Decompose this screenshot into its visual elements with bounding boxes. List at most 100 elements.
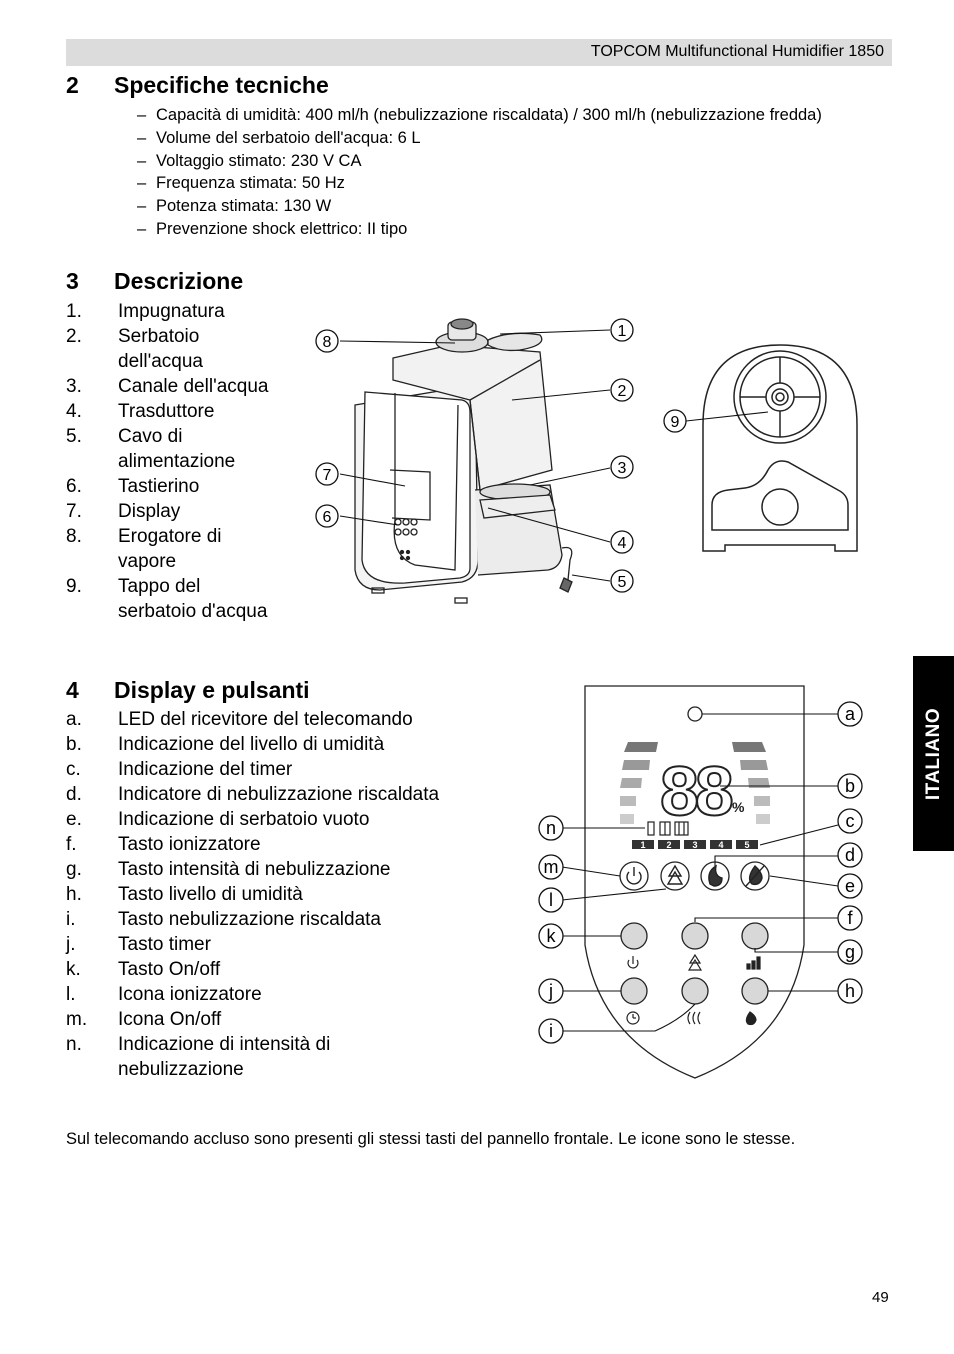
section-number: 4 xyxy=(66,677,79,703)
callout-1 xyxy=(610,318,634,342)
bullet-dash: – xyxy=(137,197,147,216)
item-text: Indicazione del timer xyxy=(118,759,293,780)
item-text: Canale dell'acqua xyxy=(118,376,269,397)
item-text: Tastierino xyxy=(118,476,200,497)
spec-text: Prevenzione shock elettrico: II tipo xyxy=(156,219,408,238)
callout-5 xyxy=(610,569,634,593)
item-text: serbatoio d'acqua xyxy=(118,601,268,622)
callout-label: k xyxy=(547,926,557,946)
callout-label: 1 xyxy=(618,323,627,340)
item-number: c. xyxy=(66,759,81,780)
timer-number: 1 xyxy=(640,840,645,850)
bullet-dash: – xyxy=(137,106,147,124)
item-text: Tasto livello di umidità xyxy=(118,884,303,905)
callout-label: e xyxy=(845,876,855,896)
timer-number: 3 xyxy=(692,840,697,850)
humidity-digits: 88 xyxy=(660,752,732,830)
item-number: 6. xyxy=(66,476,82,497)
item-number: n. xyxy=(66,1034,82,1055)
callout-label: i xyxy=(549,1021,553,1041)
callout-2 xyxy=(610,378,634,402)
list-item: 1.Impugnatura xyxy=(66,299,268,324)
timer-number: 5 xyxy=(744,840,749,850)
spec-text: Potenza stimata: 130 W xyxy=(156,197,332,216)
item-number: 7. xyxy=(66,501,82,522)
item-text: Cavo di xyxy=(118,426,183,447)
language-tab: ITALIANO xyxy=(913,656,954,851)
item-number: g. xyxy=(66,859,82,880)
item-number: 8. xyxy=(66,526,82,547)
tank-cap-view xyxy=(702,344,858,552)
item-text: Icona On/off xyxy=(118,1009,222,1030)
list-item: 3.Canale dell'acqua xyxy=(66,374,268,399)
callout-4 xyxy=(610,530,634,554)
list-item: b.Indicazione del livello di umidità xyxy=(66,732,439,757)
item-text: Tasto nebulizzazione riscaldata xyxy=(118,909,381,930)
item-number: 5. xyxy=(66,426,82,447)
timer-number: 4 xyxy=(718,840,723,850)
list-item: k.Tasto On/off xyxy=(66,957,439,982)
callout-label: 2 xyxy=(618,383,627,400)
item-text: Icona ionizzatore xyxy=(118,984,262,1005)
item-text: Serbatoio xyxy=(118,326,200,347)
list-item: –Prevenzione shock elettrico: II tipo xyxy=(137,218,822,241)
on-off-button[interactable] xyxy=(620,922,648,950)
item-number: k. xyxy=(66,959,81,980)
timer-indicator: 1 2 3 4 5 xyxy=(632,840,758,850)
mist-intensity-button[interactable] xyxy=(741,922,769,950)
humidifier-illustration: 8 1 2 3 4 5 7 6 9 xyxy=(315,318,858,604)
callout-3 xyxy=(610,455,634,479)
item-number: j. xyxy=(66,934,76,955)
item-number: l. xyxy=(66,984,76,1005)
list-item: 4.Trasduttore xyxy=(66,399,268,424)
list-item: a. LED del ricevitore del telecomando xyxy=(66,707,439,732)
item-text: Tasto timer xyxy=(118,934,211,955)
warm-mist-button[interactable] xyxy=(681,977,709,1005)
callout-label: 8 xyxy=(323,334,332,351)
bullet-dash: – xyxy=(137,174,147,193)
footer-note: Sul telecomando accluso sono presenti gl… xyxy=(66,1130,796,1148)
bullet-dash: – xyxy=(137,128,147,147)
item-number: m. xyxy=(66,1009,88,1030)
list-item: 6. Tastierino xyxy=(66,474,268,499)
humidity-level-bars xyxy=(620,742,770,824)
callout-label: 6 xyxy=(323,509,332,526)
item-text: Erogatore di xyxy=(118,526,222,547)
list-item: –Voltaggio stimato: 230 V CA xyxy=(137,150,822,173)
humidity-level-button[interactable] xyxy=(741,977,769,1005)
display-list: a. LED del ricevitore del telecomando b.I… xyxy=(66,707,439,1082)
spec-list: –Capacità di umidità: 400 ml/h (nebulizz… xyxy=(137,104,822,241)
item-text: LED del ricevitore del telecomando xyxy=(118,709,413,730)
section-number: 2 xyxy=(66,72,79,98)
item-text: Indicazione del livello di umidità xyxy=(118,734,385,755)
callout-label: a xyxy=(845,704,856,724)
item-text: alimentazione xyxy=(118,451,236,472)
ionizer-button[interactable] xyxy=(681,922,709,950)
callout-6 xyxy=(315,504,339,528)
callout-label: l xyxy=(549,890,553,910)
item-text: Tasto ionizzatore xyxy=(118,834,261,855)
callout-label: f xyxy=(847,908,853,928)
timer-button[interactable] xyxy=(620,977,648,1005)
callout-label: g xyxy=(845,942,855,962)
callout-label: d xyxy=(845,845,855,865)
spec-text: Frequenza stimata: 50 Hz xyxy=(156,174,345,193)
list-item: d.Indicatore di nebulizzazione riscaldat… xyxy=(66,782,439,807)
callout-label: 7 xyxy=(323,467,332,484)
bullet-dash: – xyxy=(137,219,147,238)
callout-label: 9 xyxy=(671,414,680,431)
callout-label: 5 xyxy=(618,574,627,591)
item-number: a. xyxy=(66,709,82,730)
item-text: Indicazione di serbatoio vuoto xyxy=(118,809,370,830)
page-number: 49 xyxy=(872,1289,889,1306)
item-number: 2. xyxy=(66,326,82,347)
callout-8 xyxy=(315,329,339,353)
callout-label: j xyxy=(548,981,553,1001)
list-item: 7.Display xyxy=(66,499,268,524)
list-item: –Frequenza stimata: 50 Hz xyxy=(137,172,822,195)
item-number: 9. xyxy=(66,576,82,597)
